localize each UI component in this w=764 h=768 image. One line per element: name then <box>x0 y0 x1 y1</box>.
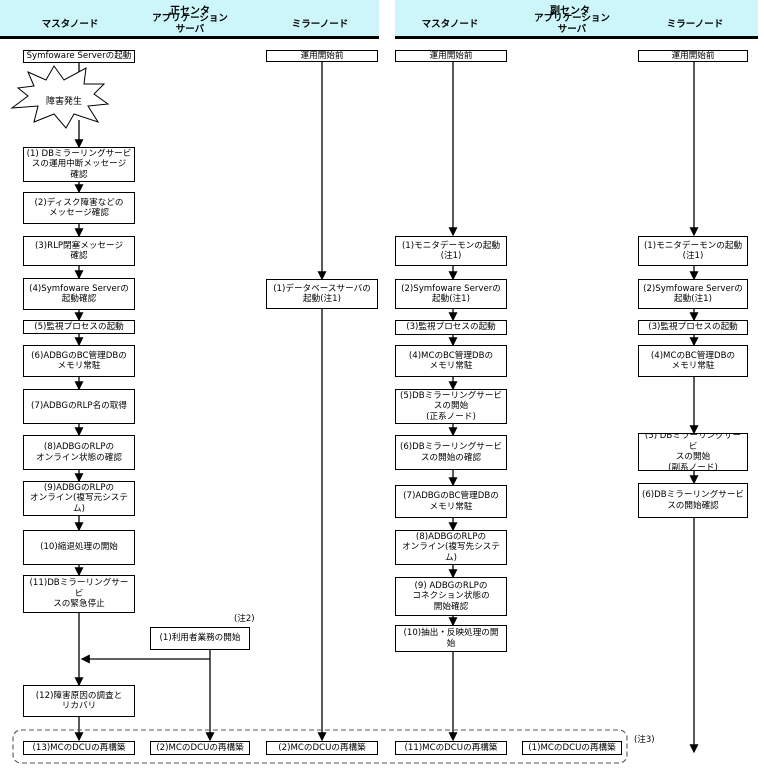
step-m-13: (13)MCのDCUの再構築 <box>23 741 135 755</box>
step-mr-before: 運用開始前 <box>266 50 378 62</box>
step-m-2: (2)ディスク障害などの メッセージ確認 <box>23 192 135 224</box>
step-app-2: (2)MCのDCUの再構築 <box>150 741 250 755</box>
failure-label: 障害発生 <box>46 97 83 107</box>
step-t-5: (5) DBミラーリングサービ スの開始 (副系ノード) <box>638 433 748 471</box>
step-s-7: (7)ADBGのBC管理DBの メモリ常駐 <box>395 485 507 518</box>
step-s-1: (1)モニタデーモンの起動 (注1) <box>395 236 507 266</box>
step-s-8: (8)ADBGのRLPの オンライン(複写先システ ム) <box>395 530 507 565</box>
step-m-8: (8)ADBGのRLPの オンライン状態の確認 <box>23 435 135 470</box>
step-m-7: (7)ADBGのRLP名の取得 <box>23 389 135 424</box>
step-m-5: (5)監視プロセスの起動 <box>23 320 135 334</box>
step-symfoware-start: Symfoware Serverの起動 <box>23 50 135 63</box>
failure-burst-shape <box>10 65 110 129</box>
step-t-4: (4)MCのBC管理DBの メモリ常駐 <box>638 345 748 377</box>
header-rule-sub <box>395 36 758 39</box>
col-app-sub: アプリケーション サーバ <box>534 13 610 35</box>
step-m-11: (11)DBミラーリングサービ スの緊急停止 <box>23 575 135 613</box>
col-master-main: マスタノード <box>41 19 99 30</box>
header-band-sub <box>395 0 758 36</box>
step-m-9: (9)ADBGのRLPの オンライン(複写元システ ム) <box>23 481 135 516</box>
step-m-1: (1) DBミラーリングサービ スの運用中断メッセージ 確認 <box>23 147 135 182</box>
step-m-6: (6)ADBGのBC管理DBの メモリ常駐 <box>23 345 135 377</box>
col-mirror-sub: ミラーノード <box>666 19 724 30</box>
step-s-3: (3)監視プロセスの起動 <box>395 320 507 335</box>
header-band-main <box>0 0 379 36</box>
step-s-4: (4)MCのBC管理DBの メモリ常駐 <box>395 345 507 377</box>
col-mirror-main: ミラーノード <box>291 19 349 30</box>
step-m-12: (12)障害原因の調査と リカバリ <box>23 685 135 717</box>
step-s-11: (11)MCのDCUの再構築 <box>395 741 507 755</box>
step-t-2: (2)Symfoware Serverの 起動(注1) <box>638 279 748 309</box>
step-mr-2: (2)MCのDCUの再構築 <box>266 741 378 755</box>
header-rule-main <box>0 36 379 39</box>
note-3: (注3) <box>634 735 655 745</box>
step-mr-1: (1)データベースサーバの 起動(注1) <box>266 279 378 309</box>
step-m-4: (4)Symfoware Serverの 起動確認 <box>23 278 135 310</box>
step-s-6: (6)DBミラーリングサービ スの開始の確認 <box>395 435 507 470</box>
step-s-10: (10)抽出・反映処理の開 始 <box>395 625 507 652</box>
main-center-title: 正センタ <box>170 6 210 17</box>
step-s-9: (9) ADBGのRLPの コネクション状態の 開始確認 <box>395 577 507 616</box>
step-s-5: (5)DBミラーリングサービ スの開始 (正系ノード) <box>395 389 507 424</box>
step-app-1: (1)利用者業務の開始 <box>150 627 250 650</box>
col-master-sub: マスタノード <box>421 19 479 30</box>
step-m-10: (10)縮退処理の開始 <box>23 530 135 565</box>
note-2: (注2) <box>234 614 255 624</box>
step-sa-1: (1)MCのDCUの再構築 <box>522 741 622 755</box>
rebuild-group-dashed <box>12 729 628 764</box>
col-app-main: アプリケーション サーバ <box>152 13 228 35</box>
step-t-1: (1)モニタデーモンの起動 (注1) <box>638 236 748 266</box>
step-t-before: 運用開始前 <box>638 50 748 62</box>
sub-center-title: 副センタ <box>550 6 590 17</box>
step-s-2: (2)Symfoware Serverの 起動(注1) <box>395 279 507 309</box>
step-m-3: (3)RLP閉塞メッセージ 確認 <box>23 236 135 266</box>
step-t-3: (3)監視プロセスの起動 <box>638 320 748 335</box>
step-s-before: 運用開始前 <box>395 50 507 62</box>
step-t-6: (6)DBミラーリングサービ スの開始確認 <box>638 483 748 518</box>
